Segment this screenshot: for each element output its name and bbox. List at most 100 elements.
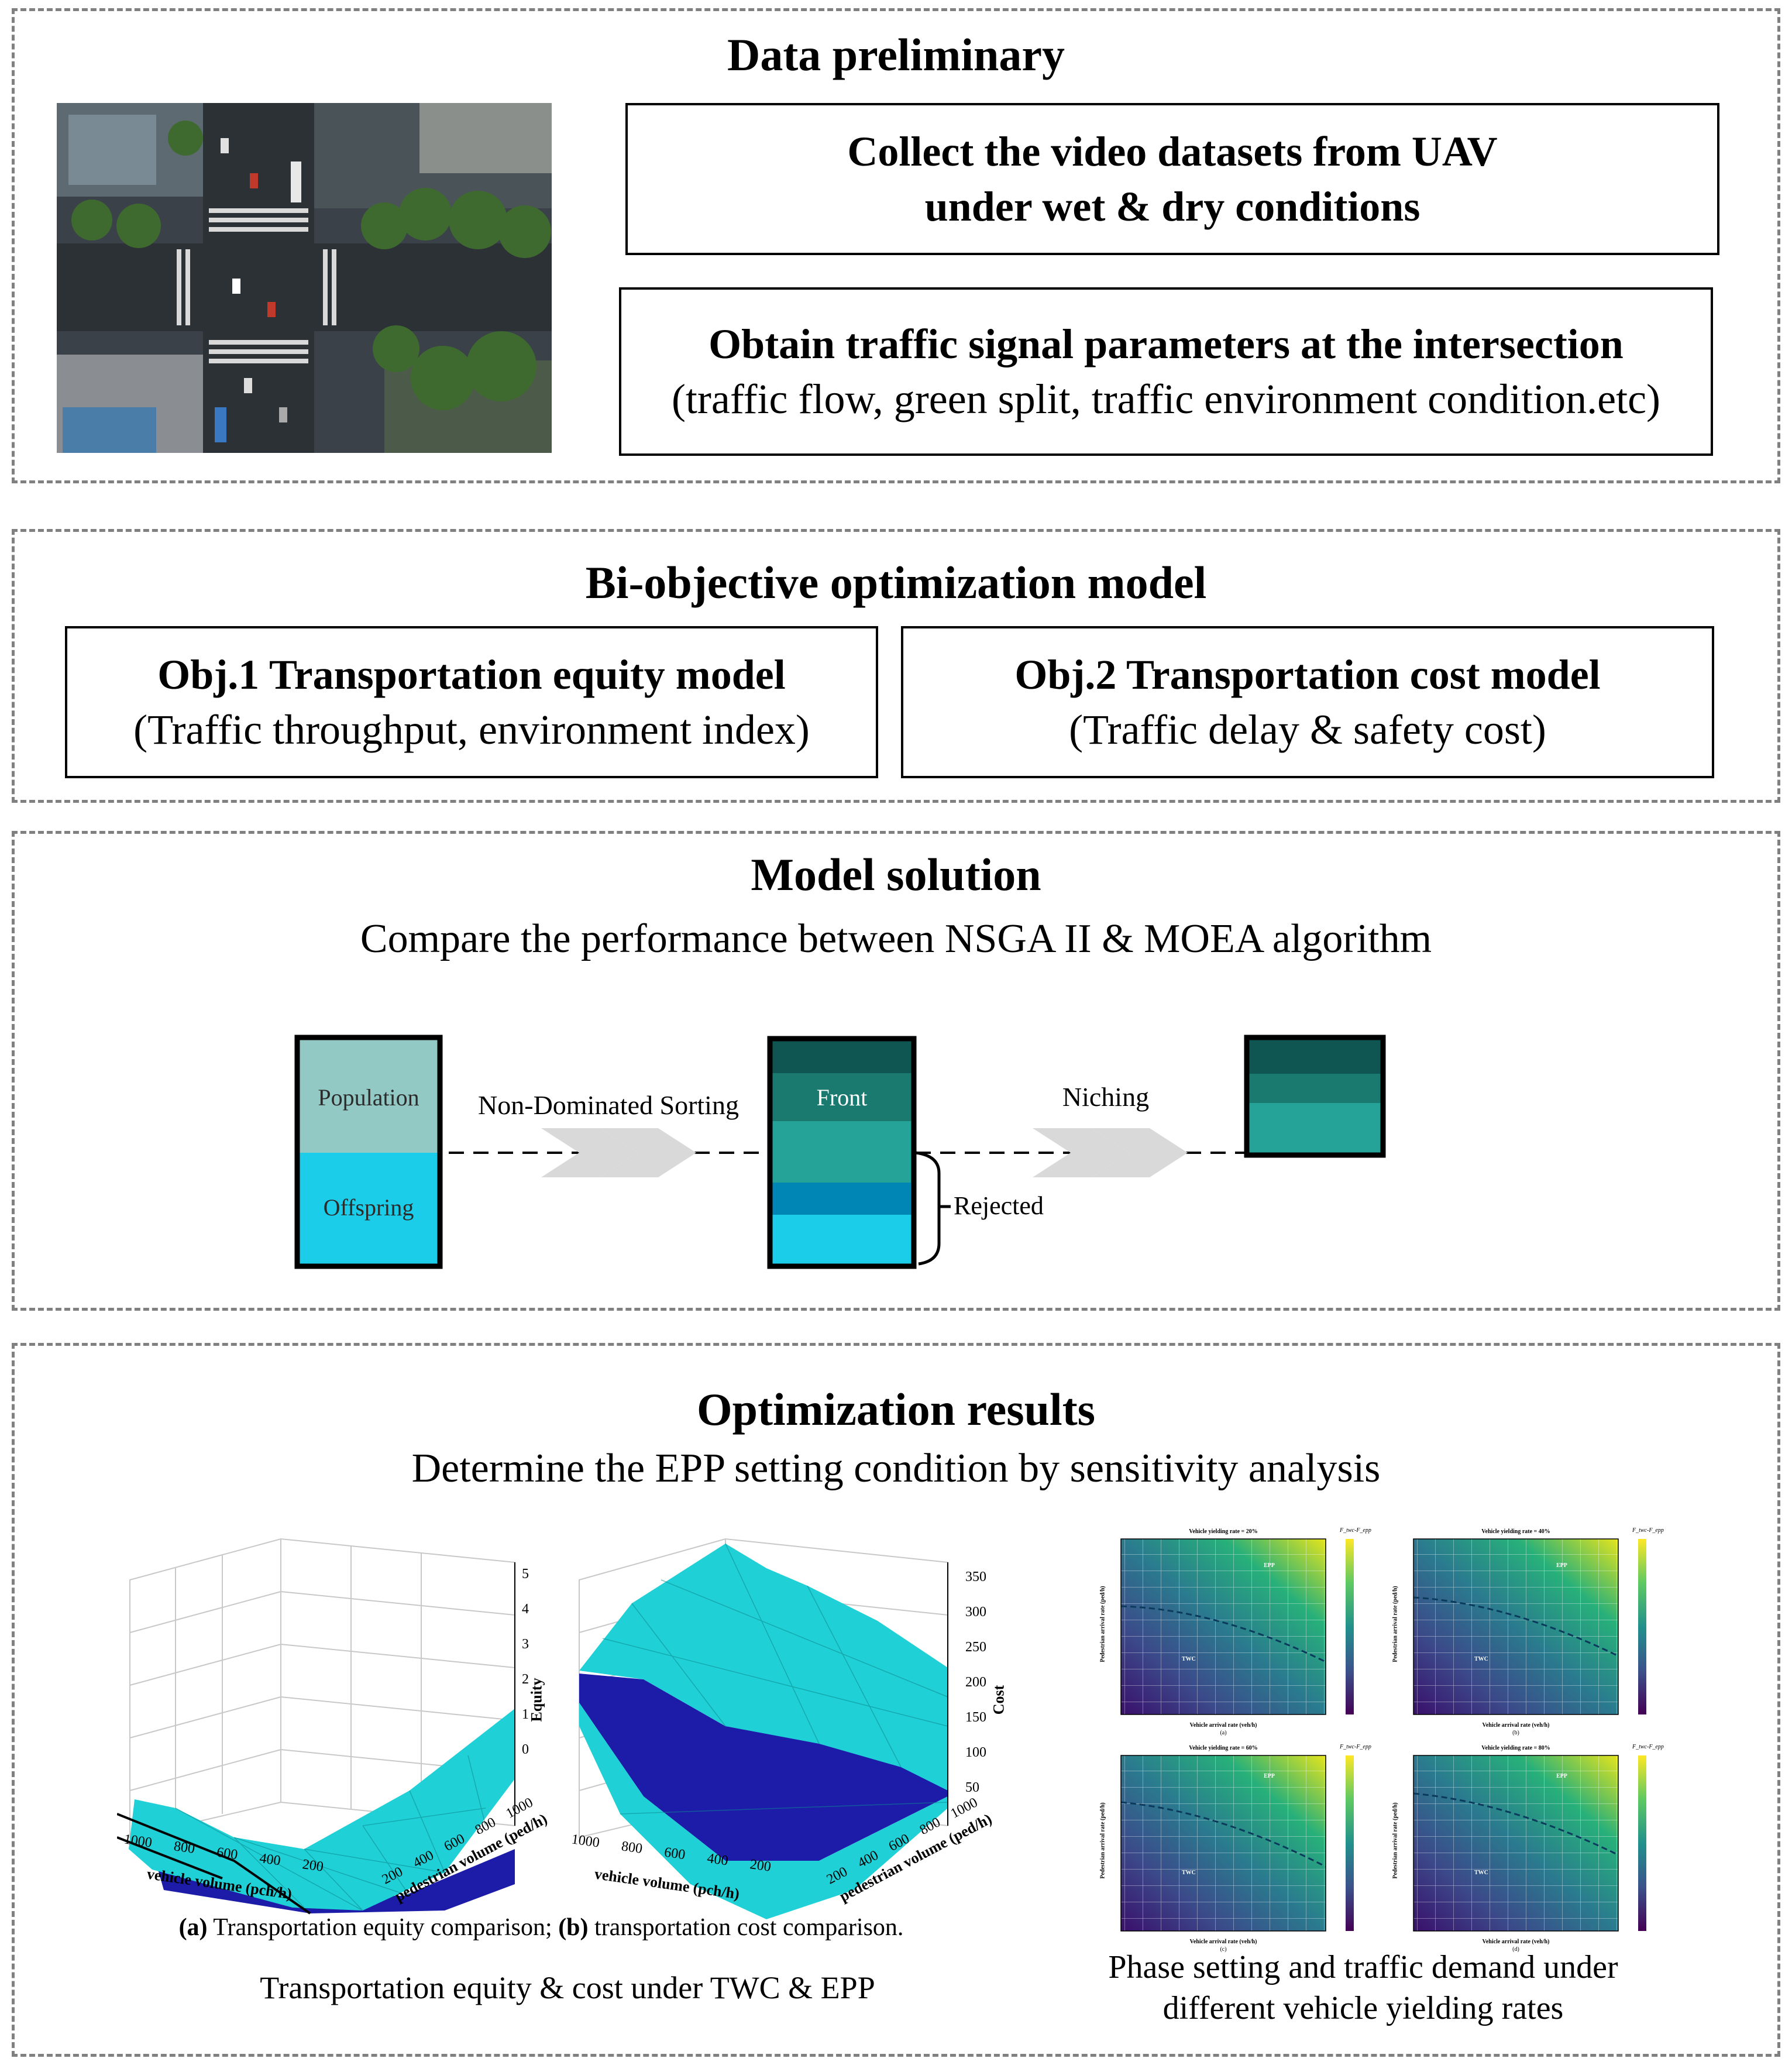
collect-video-box: Collect the video datasets from UAV unde…: [625, 103, 1719, 255]
plots-caption: (a) Transportation equity comparison; (b…: [88, 1913, 995, 1942]
panel-subtitle: Compare the performance between NSGA II …: [360, 916, 1432, 961]
aerial-intersection-photo: [57, 103, 552, 453]
population-label: Population: [318, 1084, 419, 1111]
bi-objective-panel: Bi-objective optimization model: [12, 529, 1780, 803]
offspring-label: Offspring: [323, 1194, 414, 1221]
heatmap-plot: [1413, 1538, 1646, 1715]
signal-parameters-box: Obtain traffic signal parameters at the …: [619, 287, 1713, 456]
heatmap-panel: Vehicle yielding rate = 80% F_twc-F_epp …: [1381, 1738, 1673, 1954]
ztick: 100: [965, 1745, 986, 1760]
heatmap-xlabel: Vehicle arrival rate (veh/h): [1482, 1939, 1550, 1945]
obj2-cost-box: Obj.2 Transportation cost model (Traffic…: [901, 626, 1714, 778]
heatmap-ylabel: Pedestrian arrival rate (ped/h): [1099, 1586, 1106, 1662]
heatmap-xlabel: Vehicle arrival rate (veh/h): [1482, 1722, 1550, 1729]
heatmap-plot: [1120, 1538, 1354, 1715]
niching-label: Niching: [1062, 1082, 1150, 1112]
rejected-label: Rejected: [954, 1191, 1044, 1220]
xtick: 400: [706, 1850, 730, 1869]
xtick: 400: [258, 1850, 282, 1869]
ztick: 50: [965, 1780, 979, 1795]
ztick: 2: [522, 1672, 529, 1687]
ztick: 300: [965, 1604, 986, 1620]
xtick: 800: [173, 1839, 196, 1857]
heatmap-panel: Vehicle yielding rate = 40% F_twc-F_epp …: [1381, 1521, 1673, 1738]
heatmap-title: Vehicle yielding rate = 20%: [1189, 1528, 1258, 1535]
heatmap-cb-title: F_twc-F_epp: [1632, 1527, 1664, 1534]
left-caption: Transportation equity & cost under TWC &…: [260, 1970, 875, 2005]
heatmap-epp-label: EPP: [1264, 1773, 1275, 1779]
heatmap-twc-label: TWC: [1182, 1656, 1196, 1662]
niching-chevron-icon: [1033, 1128, 1188, 1177]
xtick: 600: [663, 1844, 686, 1863]
front-label: Front: [816, 1084, 868, 1111]
ztick: 3: [522, 1637, 529, 1652]
obj1-equity-box: Obj.1 Transportation equity model (Traff…: [65, 626, 878, 778]
equity-zticks: 5 4 3 2 1 0: [522, 1556, 529, 1767]
cost-surface-plot: [579, 1538, 948, 1919]
front-box: [767, 1036, 917, 1269]
sorting-chevron-icon: [541, 1128, 696, 1177]
heatmap-epp-label: EPP: [1556, 1562, 1567, 1569]
obj1-title: Obj.1 Transportation equity model: [157, 651, 786, 698]
panel-title: Bi-objective optimization model: [585, 557, 1207, 608]
heatmap-letter: (b): [1512, 1730, 1519, 1736]
caption-a-text: Transportation equity comparison;: [207, 1914, 559, 1941]
heatmap-plot: [1120, 1755, 1354, 1932]
xtick: 200: [301, 1857, 325, 1875]
nsga-flow-diagram: [294, 1035, 1386, 1269]
equity-zlabel: Equity: [528, 1678, 545, 1722]
ztick: 1: [522, 1707, 529, 1722]
cost-zticks: 350 300 250 200 150 100 50: [965, 1559, 986, 1805]
data-preliminary-panel: Data preliminary: [12, 8, 1780, 483]
collect-video-line2: under wet & dry conditions: [924, 183, 1420, 230]
population-box: [294, 1035, 443, 1269]
cost-zlabel: Cost: [990, 1685, 1007, 1715]
heatmap-title: Vehicle yielding rate = 40%: [1481, 1528, 1550, 1535]
heatmap-cb-title: F_twc-F_epp: [1340, 1744, 1371, 1750]
heatmap-cb-title: F_twc-F_epp: [1632, 1744, 1664, 1750]
obj2-subtitle: (Traffic delay & safety cost): [1069, 706, 1546, 753]
ztick: 250: [965, 1640, 986, 1655]
ztick: 150: [965, 1710, 986, 1725]
twc-surface: [579, 1544, 948, 1791]
heatmap-epp-label: EPP: [1556, 1773, 1567, 1779]
heatmap-twc-label: TWC: [1182, 1870, 1196, 1876]
panel-subtitle: Determine the EPP setting condition by s…: [411, 1446, 1381, 1491]
signal-parameters-line2: (traffic flow, green split, traffic envi…: [671, 376, 1661, 422]
epp-surface: [579, 1674, 948, 1861]
xtick: 800: [620, 1839, 644, 1857]
heatmap-plot: [1413, 1755, 1646, 1932]
rejected-bracket: [915, 1151, 941, 1266]
twc-surface: [129, 1709, 515, 1910]
heatmap-ylabel: Pedestrian arrival rate (ped/h): [1392, 1802, 1399, 1879]
optimization-results-panel: Optimization results Determine the EPP s…: [12, 1343, 1780, 2057]
right-caption-line2: different vehicle yielding rates: [1162, 1990, 1564, 2026]
model-solution-panel: Model solution Compare the performance b…: [12, 831, 1780, 1311]
ztick: 4: [522, 1602, 529, 1617]
xtick: 600: [215, 1844, 239, 1863]
panel-title: Model solution: [751, 849, 1041, 900]
heatmap-xlabel: Vehicle arrival rate (veh/h): [1189, 1722, 1257, 1729]
heatmap-epp-label: EPP: [1264, 1562, 1275, 1569]
panel-title: Optimization results: [696, 1384, 1096, 1435]
heatmap-panel: Vehicle yielding rate = 20% F_twc-F_epp …: [1088, 1521, 1381, 1738]
heatmap-title: Vehicle yielding rate = 80%: [1481, 1745, 1550, 1751]
heatmap-panel: Vehicle yielding rate = 60% F_twc-F_epp …: [1088, 1738, 1381, 1954]
ztick: 200: [965, 1675, 986, 1690]
obj2-title: Obj.2 Transportation cost model: [1014, 651, 1601, 698]
heatmap-title: Vehicle yielding rate = 60%: [1189, 1745, 1258, 1751]
panel-title: Data preliminary: [727, 29, 1065, 80]
caption-a-letter: (a): [178, 1914, 208, 1941]
collect-video-line1: Collect the video datasets from UAV: [847, 128, 1498, 175]
xtick: 200: [749, 1857, 772, 1875]
epp-surface: [158, 1849, 515, 1913]
caption-b-text: transportation cost comparison.: [588, 1914, 904, 1941]
heatmap-letter: (c): [1220, 1946, 1227, 1953]
next-population-box: [1244, 1035, 1386, 1158]
heatmap-ylabel: Pedestrian arrival rate (ped/h): [1392, 1586, 1399, 1662]
equity-surface-plot: [117, 1538, 515, 1915]
heatmap-twc-label: TWC: [1474, 1870, 1488, 1876]
heatmap-grid: Vehicle yielding rate = 20% F_twc-F_epp …: [1088, 1521, 1673, 1954]
right-caption-line1: Phase setting and traffic demand under: [1108, 1949, 1618, 1985]
ztick: 350: [965, 1569, 986, 1585]
